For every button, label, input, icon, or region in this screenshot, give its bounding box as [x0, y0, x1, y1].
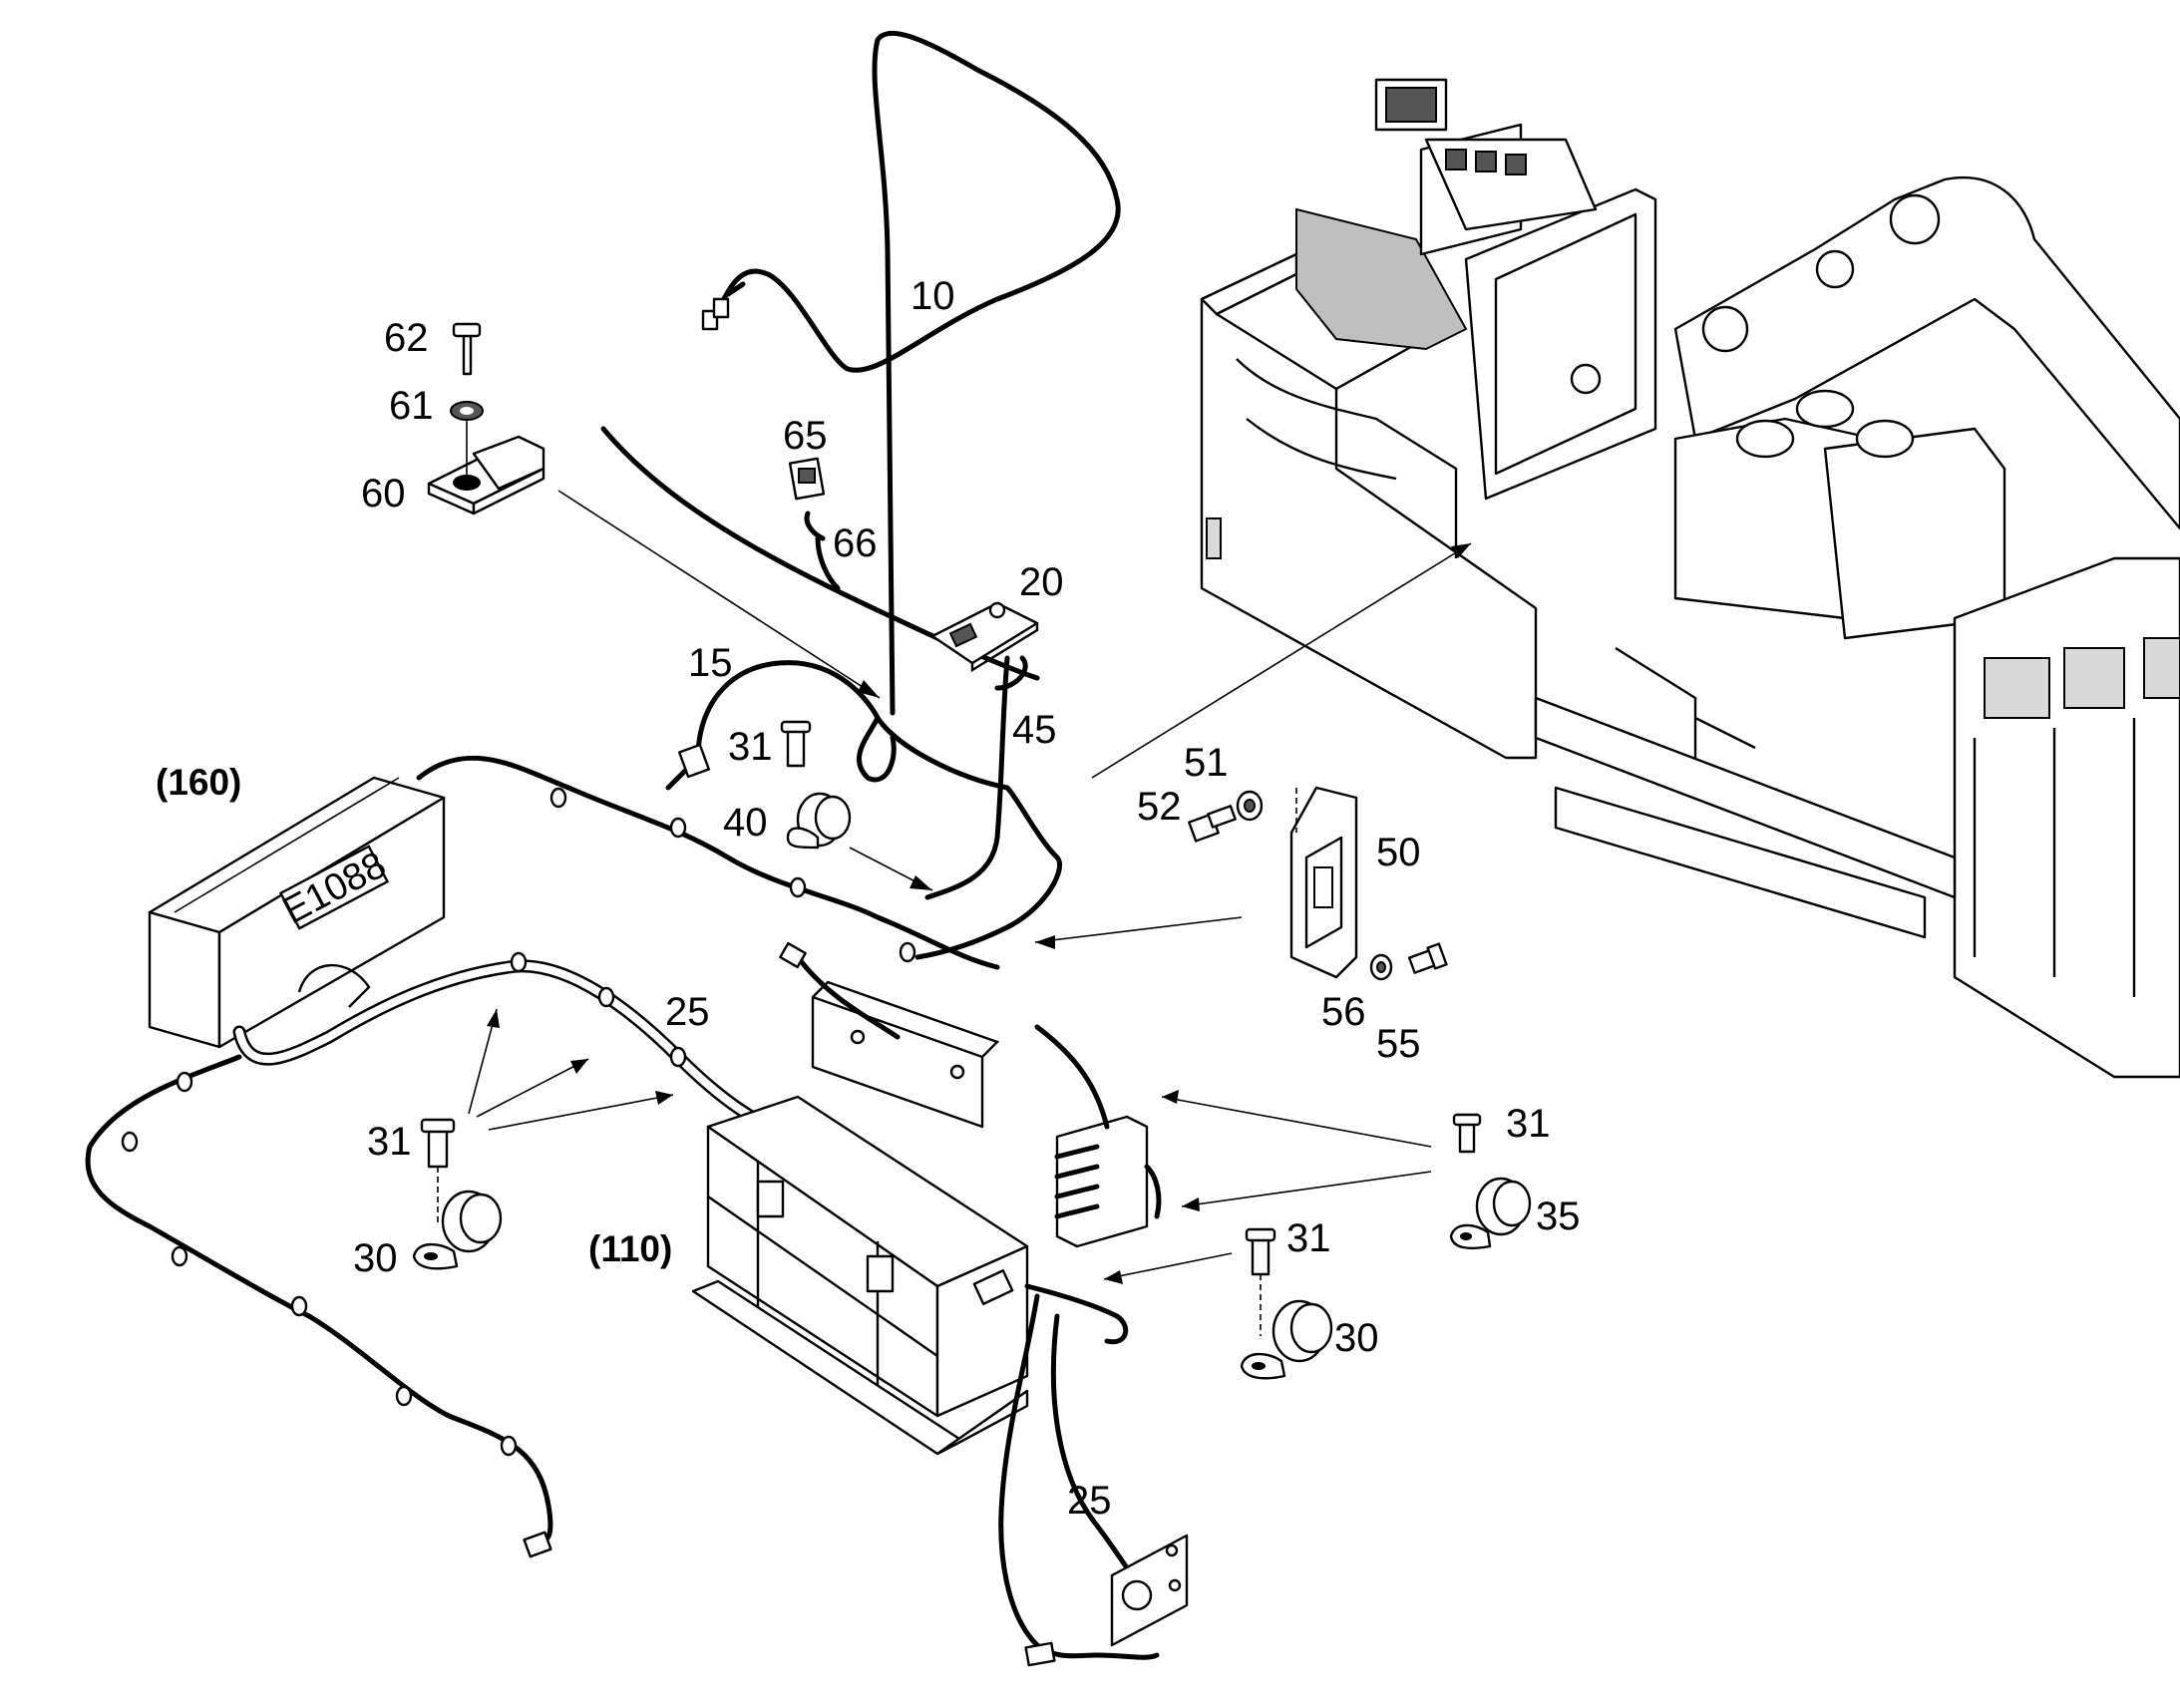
- clamp-35-right: [1449, 1113, 1532, 1250]
- callout-50: 50: [1376, 831, 1421, 874]
- callout-65: 65: [783, 414, 828, 458]
- callout-51: 51: [1184, 741, 1229, 785]
- callout-25-b: 25: [1067, 1479, 1112, 1523]
- callout-40: 40: [723, 801, 768, 845]
- harness-25-left: [85, 755, 1000, 1558]
- callout-60: 60: [361, 472, 406, 515]
- callout-110: (110): [588, 1228, 672, 1269]
- callout-10: 10: [910, 274, 955, 318]
- machine-assembly: [1200, 78, 2180, 1079]
- callout-31-c: 31: [1506, 1102, 1551, 1146]
- part-20-plate: [930, 601, 1039, 673]
- connector-plate-bottom: [1024, 1534, 1189, 1667]
- callout-31-d: 31: [1286, 1216, 1331, 1260]
- bracket-panel: [779, 941, 1000, 1129]
- callout-55: 55: [1376, 1022, 1421, 1066]
- callout-31-a: 31: [728, 725, 773, 769]
- callout-30-b: 30: [1334, 1316, 1379, 1360]
- clamp-40: [780, 720, 852, 850]
- callout-56: 56: [1321, 990, 1366, 1034]
- box-160: E1088: [148, 776, 446, 1049]
- callout-30-a: 30: [353, 1236, 398, 1280]
- callout-15: 15: [688, 641, 733, 685]
- part-65-switch: [788, 457, 841, 591]
- clamp-30-left: [412, 1118, 503, 1270]
- callout-52: 52: [1137, 785, 1182, 829]
- leader-lines: [468, 490, 1472, 1284]
- clamp-30-mid: [1240, 1227, 1333, 1380]
- cable-10: [600, 30, 1121, 716]
- terminal-strip: [1034, 1024, 1162, 1248]
- callout-31-b: 31: [367, 1120, 412, 1164]
- callout-160: (160): [156, 762, 241, 803]
- part-60-61-62-fastener: [427, 322, 545, 515]
- callout-45: 45: [1012, 708, 1057, 752]
- part-55-56-screw: [1369, 942, 1448, 981]
- callout-25-a: 25: [665, 990, 710, 1034]
- harness-15: [665, 655, 1063, 960]
- part-51-52-bolt: [1188, 790, 1264, 843]
- callout-labels: 10 62 61 60 65 66 20 15 31 45 40 (160) 5…: [156, 274, 1581, 1523]
- callout-62: 62: [384, 316, 429, 360]
- callout-20: 20: [1019, 560, 1064, 604]
- callout-35: 35: [1536, 1195, 1581, 1238]
- callout-66: 66: [833, 521, 878, 565]
- battery-110: [691, 1095, 1150, 1648]
- part-50-bracket: [1289, 786, 1358, 979]
- callout-61: 61: [389, 384, 434, 428]
